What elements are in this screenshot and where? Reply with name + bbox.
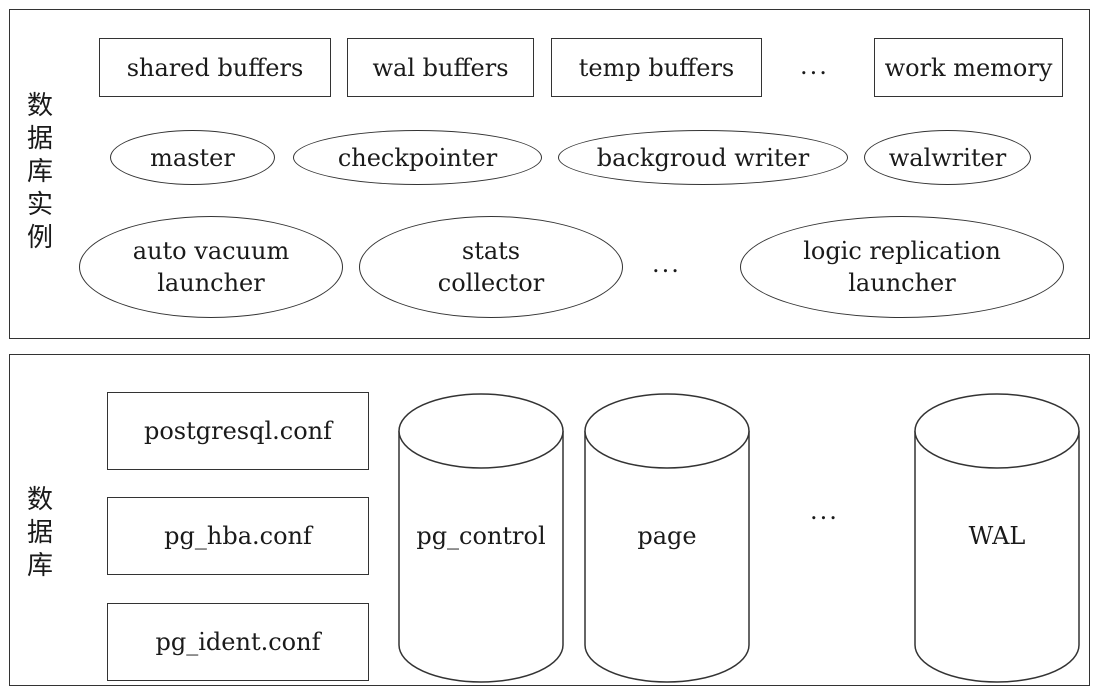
temp-buffers-box: temp buffers [551, 38, 762, 97]
storage-ellipsis: ... [810, 497, 839, 525]
process-line: logic replication [803, 237, 1001, 265]
wal-buffers-box: wal buffers [347, 38, 534, 97]
process-line: launcher [157, 269, 265, 297]
instance-label-char: 据 [26, 124, 53, 154]
walwriter-process: walwriter [864, 130, 1031, 185]
instance-label-char: 例 [26, 223, 53, 253]
pg-control-cylinder [398, 393, 564, 683]
instance-label-char: 数 [26, 91, 53, 121]
wal-label: WAL [968, 522, 1026, 550]
process-line: auto vacuum [132, 237, 290, 265]
database-label-char: 库 [26, 551, 53, 581]
instance-label: 数 据 库 实 例 [20, 90, 60, 255]
pg-ident-conf-box: pg_ident.conf [107, 603, 369, 681]
database-label-char: 据 [26, 518, 53, 548]
instance-label-char: 库 [26, 157, 53, 187]
autovacuum-launcher-process: auto vacuum launcher [79, 216, 343, 318]
process-line: stats [461, 237, 521, 265]
logic-replication-launcher-process: logic replication launcher [740, 216, 1064, 318]
master-process: master [110, 130, 275, 185]
instance-label-char: 实 [26, 190, 53, 220]
pg-hba-conf-box: pg_hba.conf [107, 497, 369, 575]
stats-collector-process: stats collector [359, 216, 623, 318]
database-label-char: 数 [26, 485, 53, 515]
pg-control-label: pg_control [416, 522, 546, 550]
shared-buffers-box: shared buffers [99, 38, 331, 97]
background-writer-process: backgroud writer [558, 130, 848, 185]
page-label: page [637, 522, 697, 550]
wal-cylinder [914, 393, 1080, 683]
database-label: 数 据 库 [20, 484, 60, 583]
process-line: launcher [848, 269, 956, 297]
processes-ellipsis: ... [652, 250, 681, 278]
process-line: collector [437, 269, 545, 297]
work-memory-box: work memory [874, 38, 1063, 97]
buffers-ellipsis: ... [800, 52, 829, 80]
postgresql-conf-box: postgresql.conf [107, 392, 369, 470]
checkpointer-process: checkpointer [293, 130, 542, 185]
page-cylinder [584, 393, 750, 683]
